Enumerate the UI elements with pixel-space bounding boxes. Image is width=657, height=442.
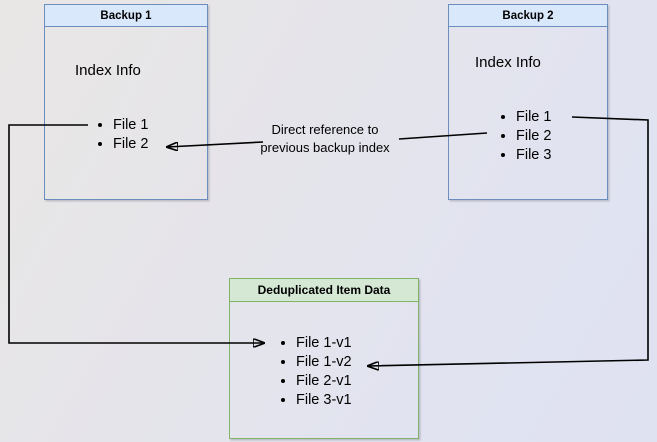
dedup-title: Deduplicated Item Data [230,279,418,302]
backup1-index-info-label: Index Info [75,62,141,79]
direct-reference-annotation: Direct reference to previous backup inde… [260,122,390,155]
list-item: File 2 [516,127,551,146]
dedup-file-list: File 1-v1 File 1-v2 File 2-v1 File 3-v1 [230,334,352,410]
deduplicated-item-data-box: Deduplicated Item Data File 1-v1 File 1-… [229,278,419,439]
list-item: File 3 [516,146,551,165]
backup1-file-list: File 1 File 2 [45,116,148,154]
list-item: File 2 [113,135,148,154]
backup2-title: Backup 2 [449,5,607,27]
list-item: File 1 [113,116,148,135]
backup1-title: Backup 1 [45,5,207,27]
list-item: File 1-v2 [296,353,352,372]
list-item: File 1-v1 [296,334,352,353]
backup2-file-list: File 1 File 2 File 3 [449,108,551,165]
backup1-box: Backup 1 Index Info File 1 File 2 [44,4,208,200]
backup2-box: Backup 2 Index Info File 1 File 2 File 3 [448,4,608,200]
list-item: File 2-v1 [296,372,352,391]
list-item: File 1 [516,108,551,127]
list-item: File 3-v1 [296,391,352,410]
backup2-index-info-label: Index Info [475,54,541,71]
